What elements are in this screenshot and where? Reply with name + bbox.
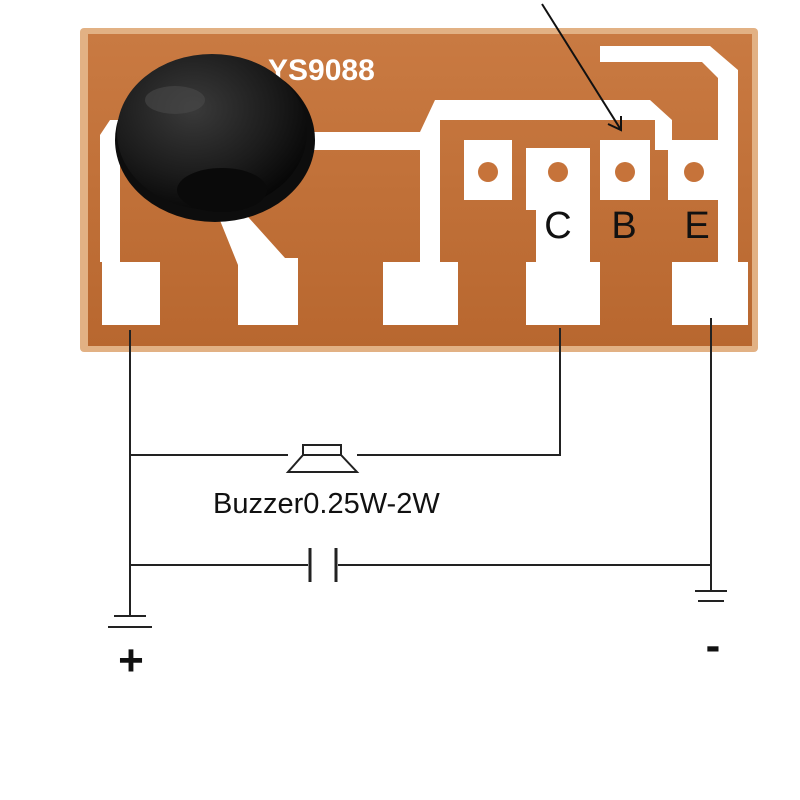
hole-collector <box>548 162 568 182</box>
negative-terminal-label: - <box>706 621 721 670</box>
buzzer-symbol <box>285 444 360 473</box>
trace-positive <box>100 120 300 325</box>
buzzer-label: Buzzer0.25W-2W <box>213 488 440 520</box>
buzzer-body <box>302 444 342 456</box>
blob-dimple <box>177 168 267 212</box>
trace-collector <box>526 148 600 325</box>
trace-pad-2 <box>215 208 298 325</box>
wiring <box>129 318 712 615</box>
pcb-holes <box>478 162 704 182</box>
arrow-head <box>607 116 622 132</box>
buzzer-cone <box>285 454 360 473</box>
pin-label-e: E <box>684 205 709 247</box>
pin-label-b: B <box>611 205 636 247</box>
blob-highlight <box>145 86 205 114</box>
trace-top <box>300 100 672 325</box>
pcb-board: YS9088 <box>80 28 758 352</box>
chip-blob <box>115 54 315 222</box>
hole-base <box>615 162 635 182</box>
ground-symbol-positive <box>108 615 152 628</box>
trace-mid <box>300 140 430 146</box>
pin-label-c: C <box>544 205 571 247</box>
positive-terminal-label: + <box>118 636 144 685</box>
ground-symbol-negative <box>695 590 727 602</box>
capacitor-symbol <box>308 548 338 582</box>
wire-collector <box>357 328 561 456</box>
arrow-shaft <box>541 3 622 131</box>
hole-emitter <box>684 162 704 182</box>
board-marking: YS9088 <box>268 54 375 87</box>
hole-1 <box>478 162 498 182</box>
pointer-arrow <box>541 3 622 132</box>
copper-traces <box>100 46 748 325</box>
